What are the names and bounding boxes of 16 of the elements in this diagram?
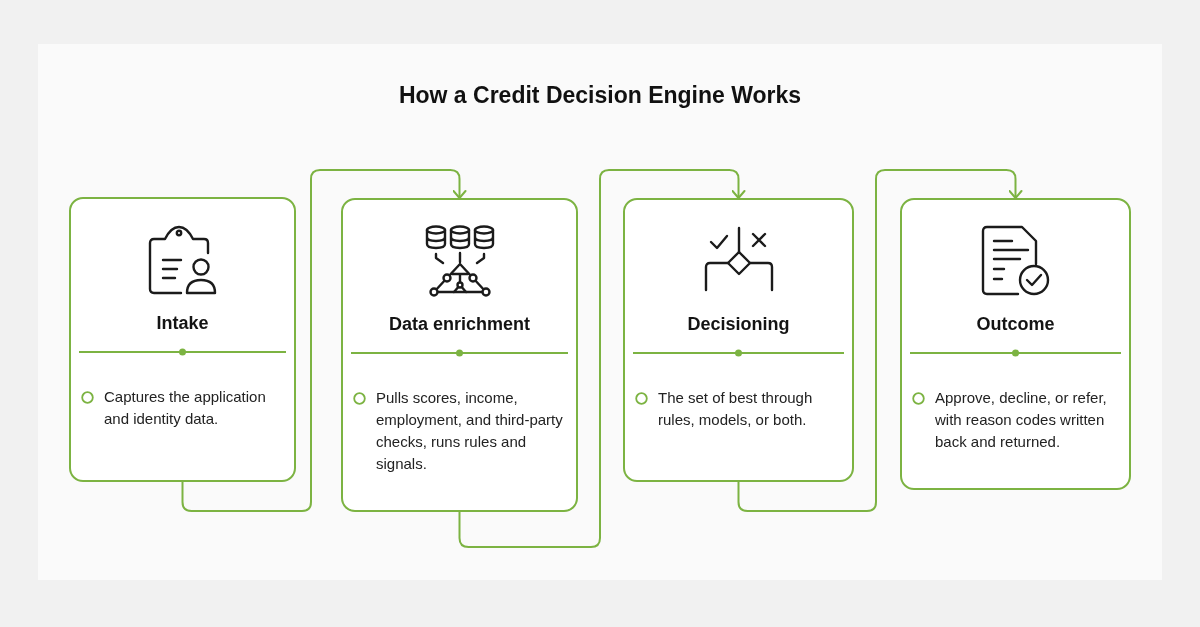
step-card <box>69 197 296 482</box>
step-description: The set of best through rules, models, or both. <box>658 388 814 430</box>
connector-arrow <box>458 169 746 548</box>
connector-arrow <box>181 169 467 512</box>
step-description: Captures the application and identity data. <box>104 387 267 429</box>
step-description: Approve, decline, or refer, with reason codes written back and returned. <box>935 388 1108 452</box>
step-title: Data enrichment <box>388 313 530 336</box>
step-title: Decisioning <box>687 313 790 336</box>
connector-arrow <box>737 169 1023 512</box>
diagram-title: How a Credit Decision Engine Works <box>398 81 802 110</box>
step-card <box>900 198 1131 490</box>
step-title: Outcome <box>976 313 1055 336</box>
step-description: Pulls scores, income, employment, and third-party checks, runs rules and signals. <box>376 388 564 474</box>
step-card <box>623 198 854 482</box>
step-title: Intake <box>156 312 209 335</box>
step-card <box>341 198 578 512</box>
